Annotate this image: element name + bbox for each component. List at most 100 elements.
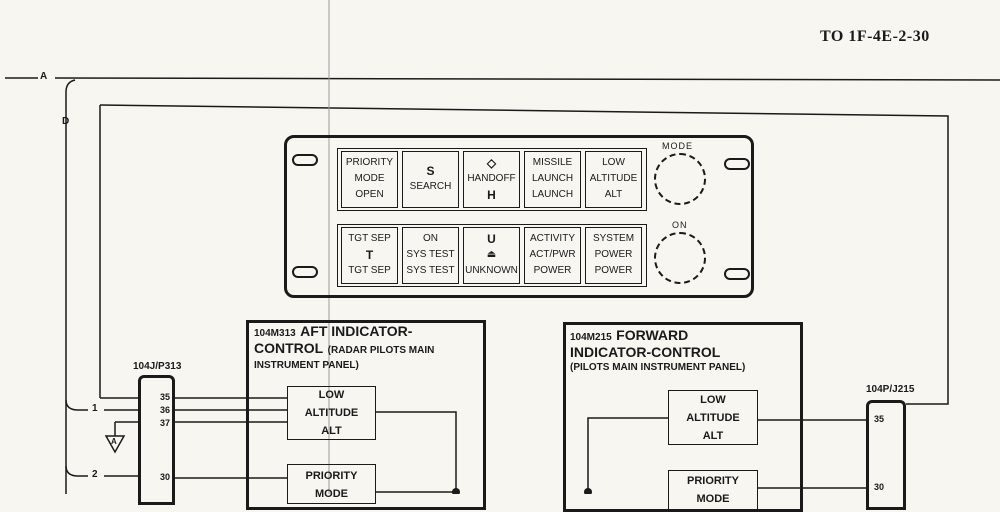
cell-line: POWER <box>594 265 633 276</box>
indicator-line: LOW <box>700 393 726 406</box>
mount-slot <box>724 268 750 280</box>
cell-line: TGT SEP <box>348 265 391 276</box>
aft-control-title: 104M313 AFT INDICATOR- CONTROL (RADAR PI… <box>254 324 434 373</box>
wire-a <box>54 77 1000 81</box>
wire-a-drop <box>65 79 76 494</box>
knob-top-label: MODE <box>662 141 693 151</box>
cell-line: MODE <box>354 173 385 184</box>
wire-fwd-internal <box>587 417 668 494</box>
aft-connector-label: 104J/P313 <box>133 361 182 372</box>
indicator-line: ALT <box>702 429 724 442</box>
pin-35: 35 <box>874 414 885 424</box>
cell-line: PRIORITY <box>345 157 394 168</box>
cell-line: ACT/PWR <box>529 249 576 260</box>
aft-control-ref: 104M313 <box>254 328 296 339</box>
indicator-priority-mode[interactable]: PRIORITY MODE OPEN <box>341 150 398 208</box>
mount-slot <box>724 158 750 170</box>
wire-label-2: 2 <box>92 469 98 480</box>
indicator-line: PRIORITY <box>687 475 739 487</box>
indicator-line: MODE <box>696 493 730 505</box>
cell-line: OPEN <box>355 189 384 200</box>
cell-line: MISSILE <box>532 157 573 168</box>
ground-symbol <box>104 435 126 454</box>
indicator-panel <box>284 135 754 298</box>
junction-dot <box>452 488 460 494</box>
aft-low-altitude-indicator[interactable]: LOW ALTITUDE ALT <box>287 386 376 440</box>
indicator-search[interactable]: S SEARCH <box>402 150 459 208</box>
indicator-system-power[interactable]: SYSTEM POWER POWER <box>585 226 642 284</box>
cell-line: LAUNCH <box>531 189 574 200</box>
indicator-line: ALTITUDE <box>686 411 740 424</box>
indicator-line: ALT <box>321 425 342 437</box>
forward-connector-label: 104P/J215 <box>866 384 915 395</box>
indicator-tgt-sep[interactable]: TGT SEP T TGT SEP <box>341 226 398 284</box>
mode-knob[interactable] <box>654 153 706 205</box>
indicator-line: PRIORITY <box>305 470 358 482</box>
cell-line: ALT <box>604 189 623 200</box>
cell-line: SYS TEST <box>406 265 455 276</box>
indicator-activity[interactable]: ACTIVITY ACT/PWR POWER <box>524 226 581 284</box>
forward-control-subtitle: (PILOTS MAIN INSTRUMENT PANEL) <box>570 362 746 373</box>
indicator-line: ALTITUDE <box>304 407 359 419</box>
pin-37: 37 <box>160 418 171 428</box>
cell-line: ALTITUDE <box>589 173 638 184</box>
cell-line: ON <box>423 233 438 244</box>
aft-priority-mode-indicator[interactable]: PRIORITY MODE <box>287 464 376 504</box>
indicator-line: LOW <box>318 389 345 401</box>
aft-control-title-line1: AFT INDICATOR- <box>300 323 413 339</box>
junction-dot <box>584 488 592 494</box>
wire-1 <box>65 399 88 411</box>
wire-label-1: 1 <box>92 403 98 414</box>
indicator-missile-launch[interactable]: MISSILE LAUNCH LAUNCH <box>524 150 581 208</box>
forward-low-altitude-indicator[interactable]: LOW ALTITUDE ALT <box>668 390 758 445</box>
indicator-handoff[interactable]: ◇ HANDOFF H <box>463 150 520 208</box>
indicator-row-top: PRIORITY MODE OPEN S SEARCH ◇ HANDOFF H … <box>337 148 647 211</box>
indicator-line: MODE <box>315 488 348 500</box>
cell-line: POWER <box>533 265 572 276</box>
cell-line: U <box>487 232 496 246</box>
forward-priority-mode-indicator[interactable]: PRIORITY MODE <box>668 470 758 510</box>
pin-30: 30 <box>160 472 171 482</box>
pin-30: 30 <box>874 482 885 492</box>
wire-label-d: D <box>62 116 70 127</box>
cell-line: HANDOFF <box>467 173 516 184</box>
document-number: TO 1F-4E-2-30 <box>820 28 930 45</box>
mount-slot <box>292 266 318 278</box>
wire-2 <box>65 465 88 477</box>
wire-label-a: A <box>40 71 48 82</box>
wire-aft-internal <box>376 411 457 494</box>
pin-36: 36 <box>160 405 171 415</box>
cell-line: SYSTEM <box>592 233 635 244</box>
aft-control-subtitle-a: (RADAR PILOTS MAIN <box>327 345 435 356</box>
wiring-diagram <box>5 0 1000 494</box>
pin-35: 35 <box>160 392 171 402</box>
forward-control-title-line1: FORWARD <box>616 327 689 343</box>
forward-control-title-line2: INDICATOR-CONTROL <box>570 344 721 360</box>
indicator-unknown[interactable]: U ⏏ UNKNOWN <box>463 226 520 284</box>
cell-line: T <box>365 248 374 262</box>
cell-line: ACTIVITY <box>529 233 575 244</box>
wire-d <box>99 104 949 405</box>
cell-line: POWER <box>594 249 633 260</box>
forward-control-title: 104M215 FORWARD INDICATOR-CONTROL (PILOT… <box>570 328 745 375</box>
aft-control-subtitle-b: INSTRUMENT PANEL) <box>254 360 359 371</box>
cell-line: SYS TEST <box>406 249 455 260</box>
cell-line: S <box>426 164 435 178</box>
cell-line: UNKNOWN <box>465 265 518 276</box>
indicator-sys-test[interactable]: ON SYS TEST SYS TEST <box>402 226 459 284</box>
knob-bottom-label: ON <box>672 220 688 230</box>
diamond-icon: ◇ <box>486 156 497 170</box>
indicator-low-altitude[interactable]: LOW ALTITUDE ALT <box>585 150 642 208</box>
power-knob[interactable] <box>654 232 706 284</box>
aft-control-title-line2: CONTROL <box>254 340 324 356</box>
cell-line: TGT SEP <box>348 233 391 244</box>
forward-control-ref: 104M215 <box>570 332 612 343</box>
mount-slot <box>292 154 318 166</box>
cell-line: SEARCH <box>409 181 452 192</box>
cell-line: H <box>487 188 496 202</box>
ship-icon: ⏏ <box>486 249 497 260</box>
indicator-row-bottom: TGT SEP T TGT SEP ON SYS TEST SYS TEST U… <box>337 224 647 287</box>
ground-label: A <box>111 437 117 446</box>
cell-line: LAUNCH <box>531 173 574 184</box>
cell-line: LOW <box>602 157 625 168</box>
